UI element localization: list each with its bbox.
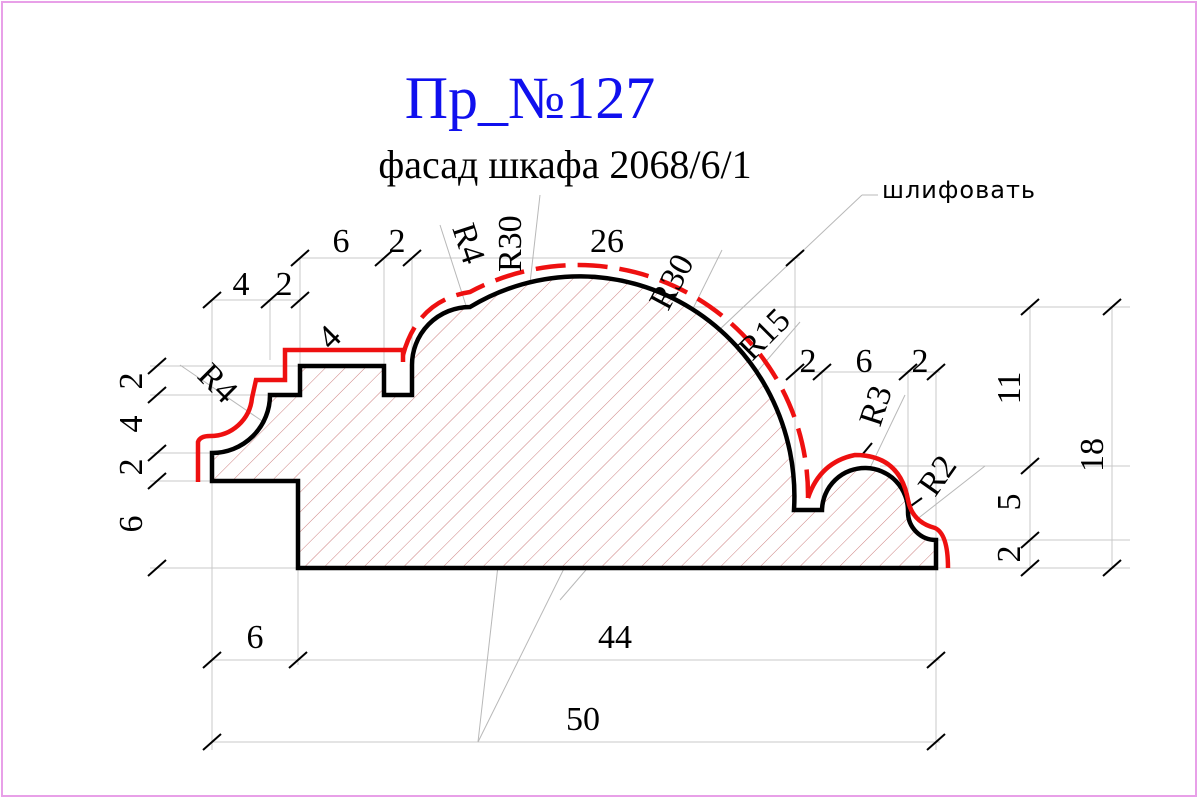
profile-section — [209, 274, 939, 571]
dim-top-2a: 2 — [389, 223, 406, 260]
dim-r3: R3 — [852, 381, 899, 430]
dim-left-6: 6 — [113, 516, 150, 533]
dim-w50: 50 — [566, 701, 600, 738]
dim-r30-a: R30 — [492, 215, 529, 272]
dim-h5: 5 — [991, 494, 1028, 511]
dim-r2: R2 — [911, 449, 964, 503]
dim-top-4: 4 — [233, 266, 250, 303]
profile-title: Пр_№127 — [405, 65, 656, 131]
dim-right-6: 6 — [856, 343, 873, 380]
dim-26: 26 — [590, 223, 624, 260]
dim-h2: 2 — [991, 546, 1028, 563]
dim-top-2b: 2 — [276, 266, 293, 303]
dim-w6: 6 — [247, 619, 264, 656]
sanding-line-right — [805, 452, 951, 569]
dim-left-2a: 2 — [113, 373, 150, 390]
sanding-line-top — [400, 262, 811, 499]
dim-r4-left: R4 — [190, 356, 244, 410]
dim-top-6: 6 — [333, 223, 350, 260]
dim-h11: 11 — [991, 372, 1028, 405]
dim-left-4: 4 — [113, 416, 150, 433]
profile-subtitle: фасад шкафа 2068/6/1 — [378, 142, 751, 187]
dim-w44: 44 — [598, 619, 632, 656]
dim-h18: 18 — [1074, 438, 1111, 472]
dim-right-2b: 2 — [912, 343, 929, 380]
sanding-note: шлифовать — [882, 176, 1036, 204]
sanding-line-left — [195, 347, 406, 482]
dim-left-2b: 2 — [113, 459, 150, 476]
dim-right-2a: 2 — [800, 343, 817, 380]
